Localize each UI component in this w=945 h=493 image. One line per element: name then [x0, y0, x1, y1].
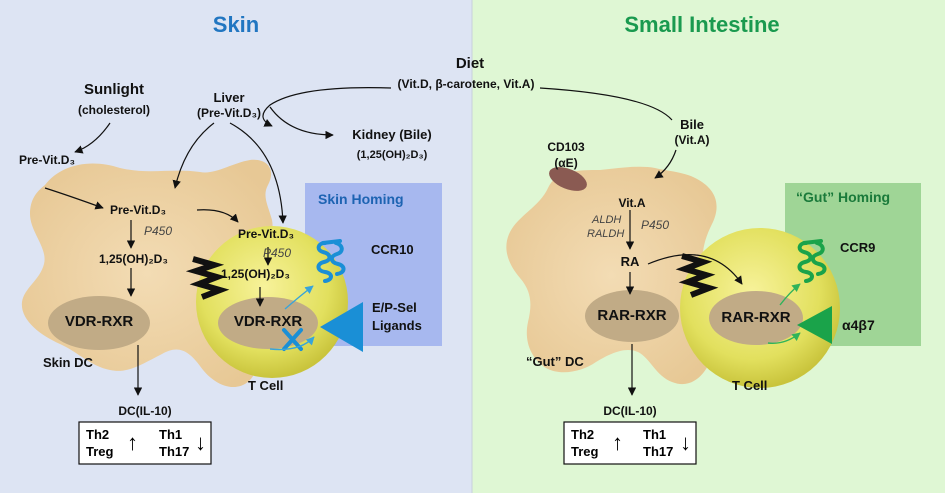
skin-dc-receptor-blob [48, 296, 150, 350]
gut-treg: Treg [571, 444, 599, 459]
liver-title: Liver [213, 90, 245, 105]
gut-th-box [563, 421, 697, 465]
sunlight-sub: (cholesterol) [77, 103, 151, 117]
skin-dc-active: 1,25(OH)₂D₃ [99, 252, 168, 266]
gut-ra: RA [620, 254, 640, 269]
skin-dc-p450: P450 [144, 224, 173, 238]
diet-sub: (Vit.D, β-carotene, Vit.A) [397, 77, 535, 91]
ep-sel-ligand-icon [320, 302, 363, 352]
skin-down-arrow: ↓ [195, 430, 206, 455]
skin-dc-label: Skin DC [43, 355, 93, 370]
skin-tcell-pre-vit: Pre-Vit.D₃ [238, 227, 295, 241]
gut-th2: Th2 [571, 427, 595, 442]
skin-homing-title: Skin Homing [318, 191, 404, 207]
diet-title: Diet [455, 55, 485, 72]
gut-dc-receptor: RAR-RXR [597, 307, 667, 324]
gut-dc-output: DC(IL-10) [603, 404, 657, 418]
skin-panel-title: Skin [212, 12, 260, 37]
skin-tcell-active: 1,25(OH)₂D₃ [221, 267, 290, 281]
gut-dc-label: “Gut” DC [526, 354, 584, 369]
gut-th1: Th1 [643, 427, 667, 442]
skin-tcell-receptor: VDR-RXR [233, 313, 303, 330]
gut-raldh: RALDH [587, 228, 625, 240]
skin-synapse-zigzag [185, 256, 230, 300]
skin-tcell-label: T Cell [248, 378, 284, 393]
skin-th17: Th17 [159, 444, 190, 459]
ccr10-icon [316, 239, 346, 283]
ccr9-label: CCR9 [840, 240, 876, 255]
skin-th1: Th1 [159, 427, 183, 442]
skin-up-arrow: ↑ [127, 430, 138, 455]
intestine-panel-title: Small Intestine [624, 12, 780, 37]
blocked-x-icon [282, 328, 303, 351]
ep-sel-label-2: Ligands [372, 318, 422, 333]
gut-p450: P450 [641, 218, 670, 232]
ep-sel-label-1: E/P-Sel [372, 300, 417, 315]
skin-th2: Th2 [86, 427, 110, 442]
gut-homing-title: “Gut” Homing [796, 189, 891, 205]
skin-treg: Treg [86, 444, 114, 459]
a4b7-integrin-icon [797, 306, 832, 344]
gut-tcell-receptor: RAR-RXR [721, 309, 791, 326]
sunlight-title: Sunlight [84, 81, 144, 98]
kidney-sub: (1,25(OH)₂D₃) [356, 149, 428, 161]
skin-tcell-p450: P450 [263, 246, 292, 260]
gut-up-arrow: ↑ [612, 430, 623, 455]
ccr10-label: CCR10 [371, 242, 414, 257]
cd103-label: CD103 [547, 140, 585, 154]
gut-vita: Vit.A [618, 196, 646, 210]
gut-aldh: ALDH [592, 214, 622, 226]
skin-dc-receptor: VDR-RXR [64, 313, 134, 330]
gut-th17: Th17 [643, 444, 674, 459]
gut-dc-receptor-blob [585, 290, 679, 342]
pre-vit-outside: Pre-Vit.D₃ [19, 153, 76, 167]
pathway-arrows [44, 87, 743, 396]
a4b7-label: α4β7 [842, 317, 875, 333]
kidney-title: Kidney (Bile) [352, 127, 432, 142]
bile-title: Bile [680, 117, 704, 132]
ae-label: (αE) [554, 156, 578, 170]
skin-dc-output: DC(IL-10) [118, 404, 172, 418]
liver-sub: (Pre-Vit.D₃) [196, 106, 262, 120]
skin-th-box [78, 421, 212, 465]
bile-sub: (Vit.A) [674, 133, 710, 147]
cd103-marker [549, 167, 587, 191]
ccr9-icon [797, 239, 827, 283]
skin-dc-pre-vit: Pre-Vit.D₃ [110, 203, 167, 217]
gut-down-arrow: ↓ [680, 430, 691, 455]
gut-tcell-label: T Cell [732, 378, 768, 393]
gut-tcell-receptor-blob [709, 291, 803, 345]
gut-synapse-zigzag [675, 253, 719, 298]
